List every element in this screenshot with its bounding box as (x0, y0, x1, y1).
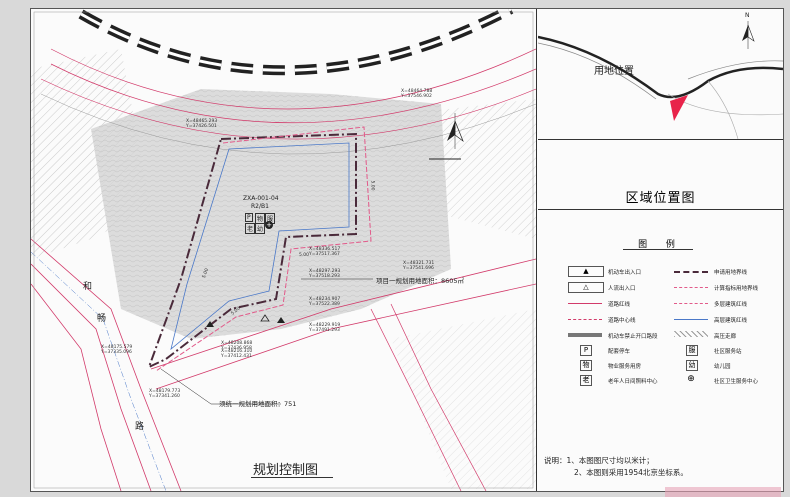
facility-parking: P (245, 213, 253, 222)
road-name-1: 和 (83, 282, 93, 292)
legend-item: 多层建筑红线 (714, 302, 748, 308)
legend-symbol: 老 (580, 375, 592, 386)
road-red-line-1 (31, 238, 182, 491)
drawing-sheet: ZXA-001-04 R2/B1 P 物 服 老 幼 + 项目一规划用地面积：8… (30, 8, 784, 497)
legend-item: 人流出入口 (608, 286, 636, 292)
map-canvas (31, 9, 536, 491)
building-line (170, 142, 350, 351)
setback-line (155, 126, 372, 372)
site-highlight (670, 95, 688, 121)
legend-symbol: 物 (580, 360, 592, 371)
road-name-2: 畅 (97, 314, 107, 324)
legend-item: 计算指标用地界线 (714, 286, 759, 292)
legend-symbol-multi-storey (674, 303, 708, 304)
setback-label: 5.00 (369, 180, 375, 191)
legend-symbol: △ (568, 282, 604, 293)
map-title: 规划控制图 (253, 463, 319, 478)
pedestrian-entrance (260, 314, 270, 322)
legend-item: 配套停车 (608, 349, 631, 355)
facility-elderly: 老 (245, 223, 256, 234)
legend-item: 物业服务用房 (608, 364, 642, 370)
note-line: 1、本图图尺寸均以米计； (566, 456, 654, 465)
legend-symbol-apply-line (674, 271, 708, 273)
location-map-canvas (538, 21, 783, 139)
site-location-label: 用地位置 (594, 66, 634, 77)
legend-symbol-center (568, 319, 602, 320)
location-map: N 用地位置 (538, 9, 783, 140)
legend-symbol: 幼 (686, 360, 698, 371)
notes: 说明：1、本图图尺寸均以米计； 2、本图则采用1954北京坐标系。 (544, 455, 688, 479)
land-use-code: R2/B1 (251, 203, 269, 210)
legend-symbol-road-red (568, 303, 602, 304)
highway (78, 9, 514, 76)
unified-area-label: 须统一规划用地面积：751 (219, 400, 297, 408)
legend-symbol: ▲ (568, 266, 604, 277)
vehicle-entrance (206, 321, 214, 327)
legend-item: 高压走廊 (714, 334, 737, 340)
compass-n: N (745, 12, 750, 19)
health-center-icon: + (265, 221, 273, 229)
legend-symbol-no-opening (568, 333, 602, 337)
hatch-bottom (391, 309, 536, 489)
parcel-boundary (147, 132, 357, 369)
note-line: 2、本图则采用1954北京坐标系。 (574, 468, 688, 477)
parcel-code: ZXA-001-04 (243, 195, 279, 202)
north-arrow-location (742, 21, 755, 49)
right-panel: N 用地位置 区域位置图 图 例 ▲ △ P 物 老 机动车出入口 人流出入口 … (538, 9, 783, 497)
legend-item: 道路红线 (608, 302, 631, 308)
legend-symbol: P (580, 345, 592, 356)
notes-prefix: 说明： (544, 456, 567, 465)
region-title: 区域位置图 (625, 191, 696, 206)
seal-stamp (665, 487, 781, 497)
road-name-3: 路 (135, 422, 145, 432)
legend-item: 道路中心线 (608, 318, 636, 324)
region-title-block: 区域位置图 (538, 139, 783, 210)
legend-item: 社区服务站 (714, 349, 742, 355)
legend-symbol-high-rise (674, 319, 708, 320)
setback-label: 5.00 (299, 253, 310, 258)
legend-item: 机动车出入口 (608, 270, 642, 276)
legend-item: 社区卫生服务中心 (714, 379, 759, 385)
facility-kindergarten: 幼 (255, 223, 266, 234)
legend-symbol-hv-corridor (674, 331, 708, 337)
planning-control-map: ZXA-001-04 R2/B1 P 物 服 老 幼 + 项目一规划用地面积：8… (31, 9, 537, 491)
legend-item: 幼儿园 (714, 364, 731, 370)
north-arrow-main (447, 113, 464, 149)
legend: 图 例 ▲ △ P 物 老 机动车出入口 人流出入口 道路红线 道路中心线 机动… (538, 209, 783, 491)
project-area-label: 项目一规划用地面积：8605㎡ (376, 277, 465, 285)
legend-item: 申请用地界线 (714, 270, 748, 276)
road-red-line-2 (31, 263, 152, 491)
legend-title: 图 例 (638, 240, 683, 250)
legend-item: 老年人日间照料中心 (608, 379, 658, 385)
legend-item: 高层建筑红线 (714, 318, 748, 324)
legend-item: 机动车禁止开口路段 (608, 334, 658, 340)
legend-symbol-calc-line (674, 287, 708, 288)
legend-symbol: 服 (686, 345, 698, 356)
legend-symbol: ⊕ (687, 374, 695, 384)
